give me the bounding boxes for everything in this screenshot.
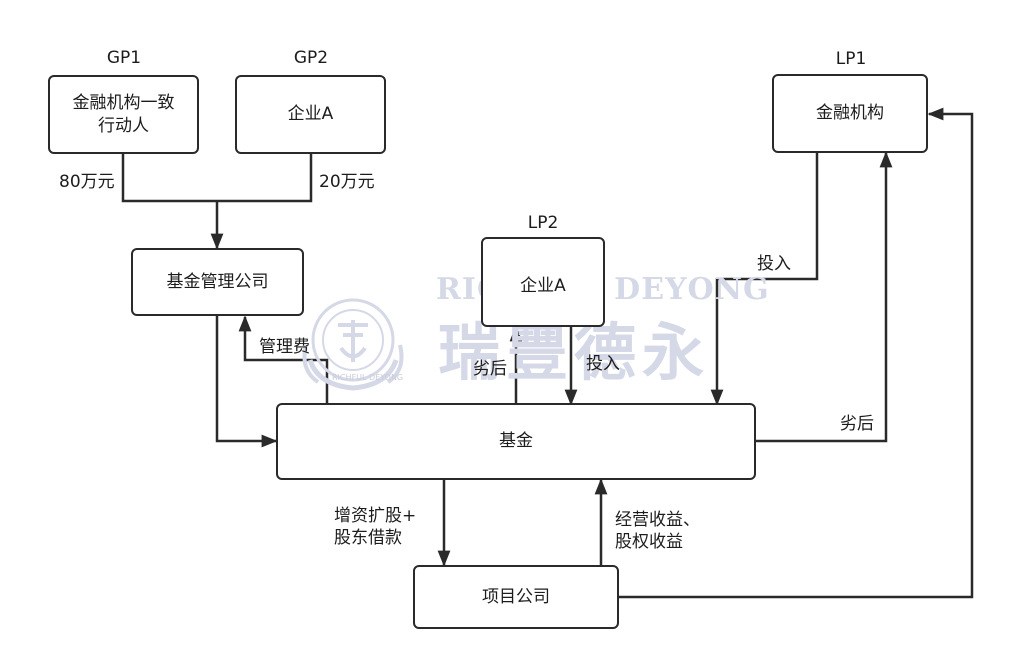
fund-box-label: 基金	[499, 431, 533, 452]
gp1-heading: GP1	[106, 48, 142, 68]
watermark-seal-text: RICHFUL DEYONG	[332, 373, 404, 382]
project-company-label: 项目公司	[482, 586, 550, 607]
lp1-invest-label: 投入	[757, 254, 791, 274]
mgmt-company-box[interactable]: 基金管理公司	[131, 248, 304, 316]
gp1-box-label: 金融机构一致 行动人	[72, 92, 175, 136]
project-company-box[interactable]: 项目公司	[413, 565, 619, 629]
lp2-box[interactable]: 企业A	[481, 237, 605, 327]
edge-fee-to-mgmt	[238, 315, 329, 404]
lp1-box-label: 金融机构	[816, 103, 884, 124]
gp2-box-label: 企业A	[287, 104, 334, 125]
watermark-chinese: 瑞豐德永	[438, 316, 711, 389]
lp1-heading: LP1	[835, 49, 867, 69]
gp2-box[interactable]: 企业A	[235, 75, 386, 154]
capital-increase-label: 增资扩股+ 股东借款	[334, 506, 417, 549]
edge-lp1-to-fund	[710, 153, 819, 406]
gp2-amount-label: 20万元	[319, 172, 375, 192]
gp2-heading: GP2	[293, 48, 329, 68]
fund-box[interactable]: 基金	[276, 403, 756, 480]
lp1-subordinate-label: 劣后	[840, 414, 874, 434]
mgmt-company-label: 基金管理公司	[166, 271, 269, 292]
edge-mgmt-to-fund	[215, 316, 278, 448]
lp2-invest-label: 投入	[586, 354, 620, 374]
edge-project-to-lp1	[619, 107, 974, 599]
lp2-box-label: 企业A	[520, 276, 566, 296]
gp1-box[interactable]: 金融机构一致 行动人	[48, 75, 199, 154]
lp2-heading: LP2	[527, 213, 559, 233]
edge-fund-to-lp1	[756, 151, 893, 443]
lp1-box[interactable]: 金融机构	[772, 74, 928, 153]
edge-gp2-to-mgmt	[217, 153, 313, 203]
mgmt-fee-label: 管理费	[259, 337, 310, 357]
gp1-amount-label: 80万元	[59, 172, 115, 192]
lp2-subordinate-label: 劣后	[473, 359, 507, 379]
edge-gp1-to-mgmt	[121, 153, 217, 203]
operating-income-label: 经营收益、 股权收益	[615, 510, 700, 553]
